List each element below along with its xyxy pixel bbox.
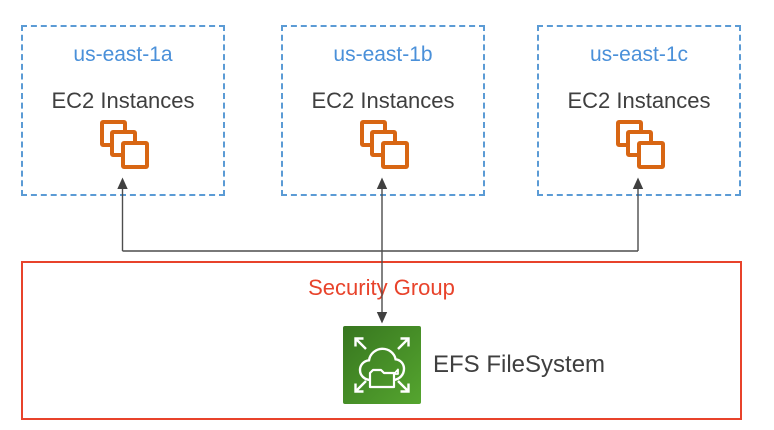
- ec2-instances-label: EC2 Instances: [51, 88, 195, 113]
- az-name-label: us-east-1b: [333, 43, 433, 66]
- az-box-us-east-1c: us-east-1c EC2 Instances: [537, 25, 741, 196]
- ec2-instances-label: EC2 Instances: [567, 88, 711, 113]
- az-box-us-east-1a: us-east-1a EC2 Instances: [21, 25, 225, 196]
- ec2-instances-label: EC2 Instances: [311, 88, 455, 113]
- security-group-label: Security Group: [308, 275, 455, 300]
- az-name-label: us-east-1c: [589, 43, 689, 66]
- az-name-label: us-east-1a: [73, 43, 173, 66]
- efs-filesystem-label: EFS FileSystem: [433, 351, 606, 378]
- ec2-instances-stack-icon: [100, 120, 149, 169]
- ec2-instances-stack-icon: [616, 120, 665, 169]
- efs-filesystem-icon: [343, 326, 421, 404]
- az-box-us-east-1b: us-east-1b EC2 Instances: [281, 25, 485, 196]
- ec2-instances-stack-icon: [360, 120, 409, 169]
